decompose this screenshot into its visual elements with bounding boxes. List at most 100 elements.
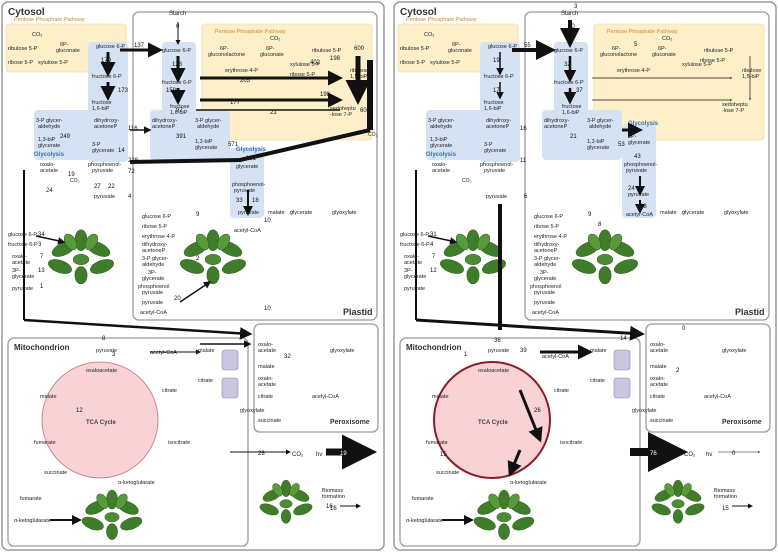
erythrose4p-plastid-input: erythrose 4-P	[142, 234, 175, 240]
co2-ppp-plastid-r: CO₂	[662, 36, 672, 42]
flux-97: 97	[176, 108, 183, 114]
dhap-plastid-input-r2: acetoneP	[534, 248, 558, 254]
g3p-plastid-r2: aldehyde	[589, 124, 611, 130]
citrate-transporter-r: citrate	[590, 378, 605, 384]
bpg-cyto-r2: glycerate	[430, 143, 452, 149]
pep-plastid-input-2: pyruvate	[142, 290, 163, 296]
plant-image-4	[258, 479, 314, 524]
p3g-cyto-2: glycerate	[92, 148, 114, 154]
p3g-plastid-r2: glycerate	[628, 140, 650, 146]
pyruvate-input-r: pyruvate	[404, 286, 425, 292]
flux-1: 1	[40, 284, 44, 290]
dhap-cyto-2: acetoneP	[94, 124, 118, 130]
succinate-perox-r: succinate	[650, 418, 673, 424]
g3p-cyto: 3-P glycer-	[36, 118, 63, 124]
flux-101: 101	[246, 156, 257, 162]
pep-plastid-2: pyruvate	[234, 188, 255, 194]
flux-co2-legend-r: 76	[650, 451, 657, 457]
fructose16bp-cyto-r: fructose	[484, 100, 504, 106]
akg-mito: α-ketoglutarate	[118, 480, 155, 486]
left-panel: Cytosol Plastid Pentose Phosphate Pathwa…	[1, 1, 385, 551]
pyruvate-plastid-input: pyruvate	[142, 300, 163, 306]
hv-legend-label-r: hν	[706, 452, 712, 458]
xylulose5p-cyto-r: xylulose 5-P	[430, 60, 460, 66]
plant-image-3-r	[472, 489, 536, 540]
co2-ppp-cyto-r: CO₂	[424, 32, 434, 38]
p3g-cyto: 3-P	[92, 142, 101, 148]
perox-box	[253, 323, 379, 433]
flux-8-r: 8	[598, 222, 602, 228]
glycolysis-cyto-title-r: Glycolysis	[426, 152, 457, 158]
ribose5p-plastid-input: ribose 5-P	[142, 224, 167, 230]
acetylcoa-mito: acetyl-CoA	[150, 350, 177, 356]
plastid-box	[132, 11, 378, 321]
pep-cyto-2: pyruvate	[92, 168, 113, 174]
fructose6p-cyto: fructose 6-P	[92, 74, 122, 80]
isocitrate-mito: isocitrate	[168, 440, 190, 446]
fructose16bp-plastid-r2: 1,6-biP	[562, 110, 580, 116]
mito-label: Mitochondrion	[14, 343, 70, 352]
pep-cyto-r2: pyruvate	[484, 168, 505, 174]
flux-27: 27	[94, 184, 101, 190]
malate-plastid-r: malate	[660, 210, 677, 216]
oxaloacetate-cyto-2: acetate	[40, 168, 58, 174]
co2-ppp-cyto: CO₂	[32, 32, 42, 38]
oxaloacetate-perox: oxalo-	[258, 342, 273, 348]
flux-3: 3	[38, 242, 42, 248]
glycerate-plastid-r: glycerate	[682, 210, 704, 216]
malate-mito: malate	[40, 394, 57, 400]
flux-10b: 10	[264, 306, 271, 312]
bpg-plastid-r2: glycerate	[587, 145, 609, 151]
ribose5p-plastid-input-r: ribose 5-P	[534, 224, 559, 230]
flux-hv-legend: 19	[340, 451, 347, 457]
flux-170: 170	[101, 58, 112, 64]
flux-14-r: 14	[620, 336, 627, 342]
oxaloacetate-perox-b: oxalo-	[258, 376, 273, 382]
fumarate-mito: fumarate	[34, 440, 56, 446]
gluconate-cyto-2: gluconate	[56, 48, 80, 54]
citrate-perox-r: citrate	[650, 394, 665, 400]
isocitrate-mito-r: isocitrate	[560, 440, 582, 446]
plastid-label: Plastid	[343, 307, 373, 317]
bpg-plastid-r: 1,3-biP	[587, 139, 605, 145]
flux-15-r: 15	[440, 452, 447, 458]
flux-9: 9	[196, 212, 200, 218]
ribose5p-cyto-r: ribose 5-P	[400, 60, 425, 66]
fructose16bp-plastid-r: fructose	[562, 104, 582, 110]
flux-205: 205	[240, 78, 251, 84]
plant-image-3	[80, 489, 144, 540]
pep-plastid-input: phosphoenol	[138, 284, 170, 290]
starch-label-r: Starch	[561, 11, 578, 17]
ribulose15bp-plastid-r: ribulose	[742, 68, 761, 74]
sedoheptulose-plastid: sedoheptu	[330, 106, 356, 112]
bpg-plastid-2: glycerate	[195, 145, 217, 151]
flux-biomass: 16	[330, 506, 337, 512]
flux-10: 10	[264, 218, 271, 224]
ppp-plastid-title-r: Pentose Phosphate Pathway	[607, 29, 678, 35]
p3g-cyto-r2: glycerate	[484, 148, 506, 154]
p3g-plastid-input-r2: glycerate	[534, 276, 556, 282]
perox-label-r: Peroxisome	[722, 419, 762, 426]
glycolysis-plastid-title-r: Glycolysis	[628, 121, 659, 127]
ribulose5p-cyto: ribulose 5-P	[8, 46, 38, 52]
co2-legend-label-r: CO₂	[684, 452, 696, 458]
flux-137: 137	[134, 43, 145, 49]
ppp-plastid-area-r	[593, 23, 765, 141]
hv-legend-label: hν	[316, 452, 322, 458]
glucose6p-plastid-input-r: glucose 6-P	[534, 214, 563, 220]
flux-16-r: 16	[520, 126, 527, 132]
g3p-plastid-input-r: 3-P glycer-	[534, 256, 561, 262]
pyruvate-plastid-input-r: pyruvate	[534, 300, 555, 306]
flux-249: 249	[60, 134, 71, 140]
cytosol-box-r	[393, 1, 777, 551]
co2-cyto-r: CO₂	[462, 178, 472, 184]
flux-24: 24	[46, 188, 53, 194]
flux-21-r: 21	[570, 134, 577, 140]
flux-36-r: 36	[494, 338, 501, 344]
co2-legend-label: CO₂	[292, 452, 304, 458]
akg-input-r: α-ketoglutarate	[406, 518, 443, 524]
gluconate-cyto-r2: gluconate	[448, 48, 472, 54]
gluconate-plastid-r: 6P-	[658, 46, 667, 52]
oxaloacetate-cyto-r: oxalo-	[432, 162, 447, 168]
dhap-plastid-2: acetoneP	[152, 124, 176, 130]
